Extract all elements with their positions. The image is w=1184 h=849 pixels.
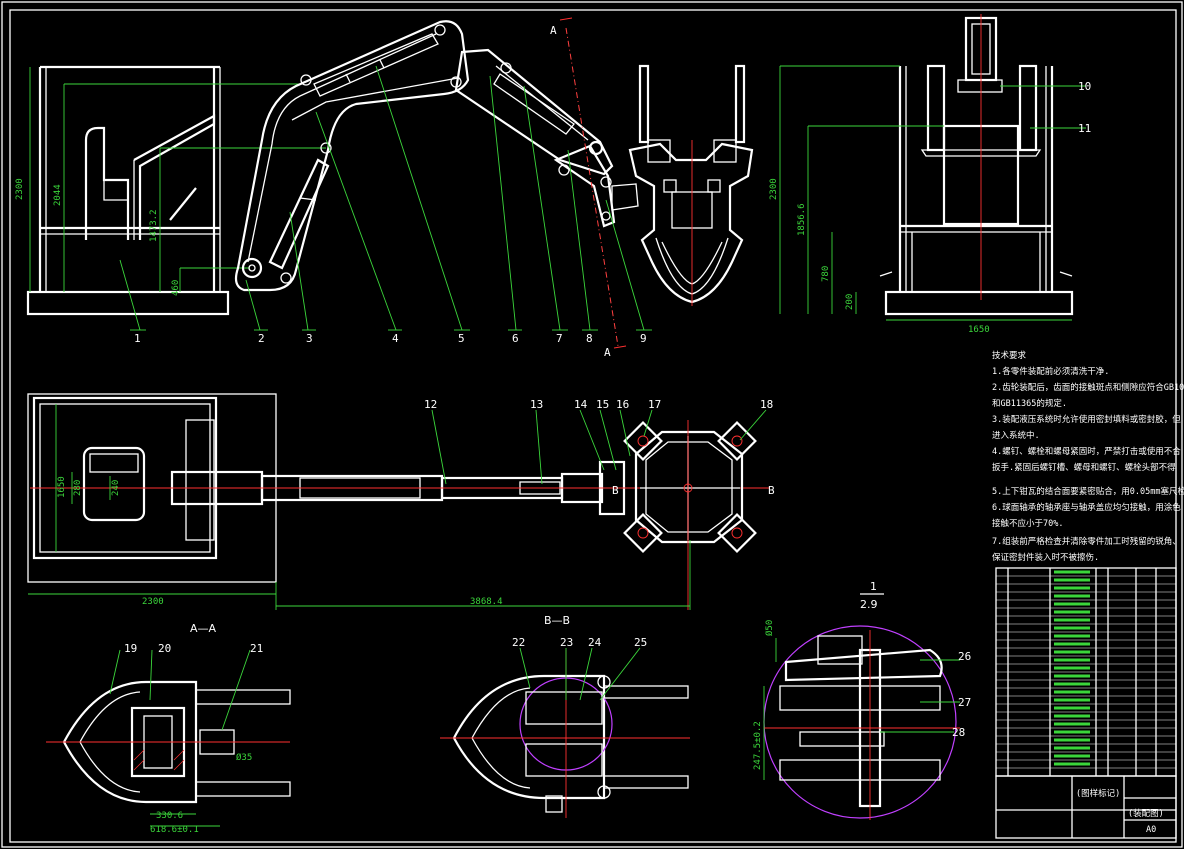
title-drawing-name: (装配图) [1128, 808, 1164, 819]
dim-side-height: 2300 [769, 178, 779, 200]
note-line-11: 7.组装前严格检查并清除零件加工时残留的锐角、 [992, 536, 1181, 547]
section-aa-title: A—A [190, 622, 217, 635]
part-label-28: 28 [952, 726, 965, 739]
section-bb-title: B—B [544, 614, 570, 627]
side-view: 2300 1856.6 780 200 1650 10 11 [769, 14, 1091, 335]
detail-view: 1 2.9 Ø50 247.5±0.2 26 27 28 [753, 580, 971, 820]
part-label-5: 5 [458, 332, 465, 345]
notes-title: 技术要求 [992, 350, 1027, 361]
note-line-12: 保证密封件装入时不被擦伤. [992, 552, 1099, 563]
dim-aa-618: 618.6±0.1 [150, 825, 199, 835]
dim-side-780: 780 [821, 266, 831, 282]
part-label-25: 25 [634, 636, 647, 649]
grab-head-front [628, 64, 754, 306]
section-bb: B—B 22 23 24 25 [440, 614, 690, 818]
dim-plan-1650: 1650 [57, 476, 67, 498]
title-block: (图样标记) (装配图) A0 [995, 775, 1177, 839]
dim-side-1856: 1856.6 [797, 203, 807, 236]
dim-side-200: 200 [845, 294, 855, 310]
dim-detail-247: 247.5±0.2 [753, 721, 763, 770]
part-label-23: 23 [560, 636, 573, 649]
part-label-12: 12 [424, 398, 437, 411]
part-label-26: 26 [958, 650, 971, 663]
note-line-4: 3.装配液压系统时允许使用密封填料或密封胶，但 [992, 414, 1181, 425]
part-label-4: 4 [392, 332, 399, 345]
part-label-14: 14 [574, 398, 588, 411]
part-label-22: 22 [512, 636, 525, 649]
section-mark-b-left: B [612, 484, 619, 497]
part-label-3: 3 [306, 332, 313, 345]
dim-aa-330: 330.6 [156, 811, 183, 821]
title-sheet-size: A0 [1146, 825, 1156, 835]
dim-front-1473: 1473.2 [149, 209, 159, 242]
note-line-8: 5.上下钳瓦的结合面要紧密贴合，用0.05mm塞尺检 [992, 486, 1184, 497]
section-mark-a-top: A [550, 24, 557, 37]
detail-scale: 2.9 [860, 598, 878, 611]
part-label-11: 11 [1078, 122, 1091, 135]
grab-head-plan [623, 420, 757, 610]
part-label-7: 7 [556, 332, 563, 345]
note-line-3: 和GB11365的规定. [992, 398, 1067, 409]
dim-plan-280: 280 [73, 480, 83, 496]
inner-border [9, 9, 1177, 843]
dim-plan-240: 240 [111, 480, 121, 496]
dim-plan-3868: 3868.4 [470, 597, 503, 607]
part-label-24: 24 [588, 636, 602, 649]
note-line-9: 6.球面轴承的轴承座与轴承盖应均匀接触，用涂色 [992, 502, 1181, 513]
section-mark-a-bottom: A [604, 346, 611, 359]
detail-number: 1 [870, 580, 877, 593]
part-label-8: 8 [586, 332, 593, 345]
part-label-13: 13 [530, 398, 543, 411]
section-mark-b-right: B [768, 484, 775, 497]
note-line-7: 扳手.紧固后螺钉槽、螺母和螺钉、螺栓头部不得 [992, 462, 1176, 473]
part-label-6: 6 [512, 332, 519, 345]
technical-notes: 技术要求 1.各零件装配前必须清洗干净. 2.齿轮装配后，齿面的接触斑点和侧隙应… [992, 350, 1184, 563]
part-label-16: 16 [616, 398, 629, 411]
part-label-18: 18 [760, 398, 773, 411]
note-line-10: 接触不应小于70%. [992, 518, 1063, 529]
part-label-15: 15 [596, 398, 609, 411]
note-line-6: 4.螺钉、螺栓和螺母紧固时，严禁打击或使用不合 [992, 446, 1181, 457]
section-aa: A—A 19 20 21 330.6 618.6±0.1 Ø35 [46, 622, 291, 835]
dim-aa-phi35: Ø35 [236, 752, 252, 763]
part-label-20: 20 [158, 642, 171, 655]
note-line-2: 2.齿轮装配后，齿面的接触斑点和侧隙应符合GB10 [992, 382, 1184, 393]
plan-view: B B 2300 3868.4 1650 280 240 12 13 14 15… [27, 393, 775, 610]
title-scale-label: (图样标记) [1076, 788, 1120, 799]
part-label-1: 1 [134, 332, 141, 345]
note-line-5: 进入系统中. [992, 430, 1040, 441]
part-label-27: 27 [958, 696, 971, 709]
dim-detail-phi: Ø50 [764, 620, 775, 636]
part-label-21: 21 [250, 642, 263, 655]
part-label-9: 9 [640, 332, 647, 345]
dim-front-460: 460 [171, 280, 181, 296]
part-label-19: 19 [124, 642, 137, 655]
front-view: 2300 2044 1473.2 460 [15, 17, 754, 359]
part-label-17: 17 [648, 398, 661, 411]
dim-front-height: 2300 [15, 178, 25, 200]
parts-list [995, 567, 1177, 777]
parts-list-rows [996, 570, 1176, 769]
part-label-10: 10 [1078, 80, 1091, 93]
dim-plan-2300: 2300 [142, 597, 164, 607]
dim-side-width: 1650 [968, 325, 990, 335]
dim-front-2044: 2044 [53, 184, 63, 206]
part-label-2: 2 [258, 332, 265, 345]
note-line-1: 1.各零件装配前必须清洗干净. [992, 366, 1109, 377]
